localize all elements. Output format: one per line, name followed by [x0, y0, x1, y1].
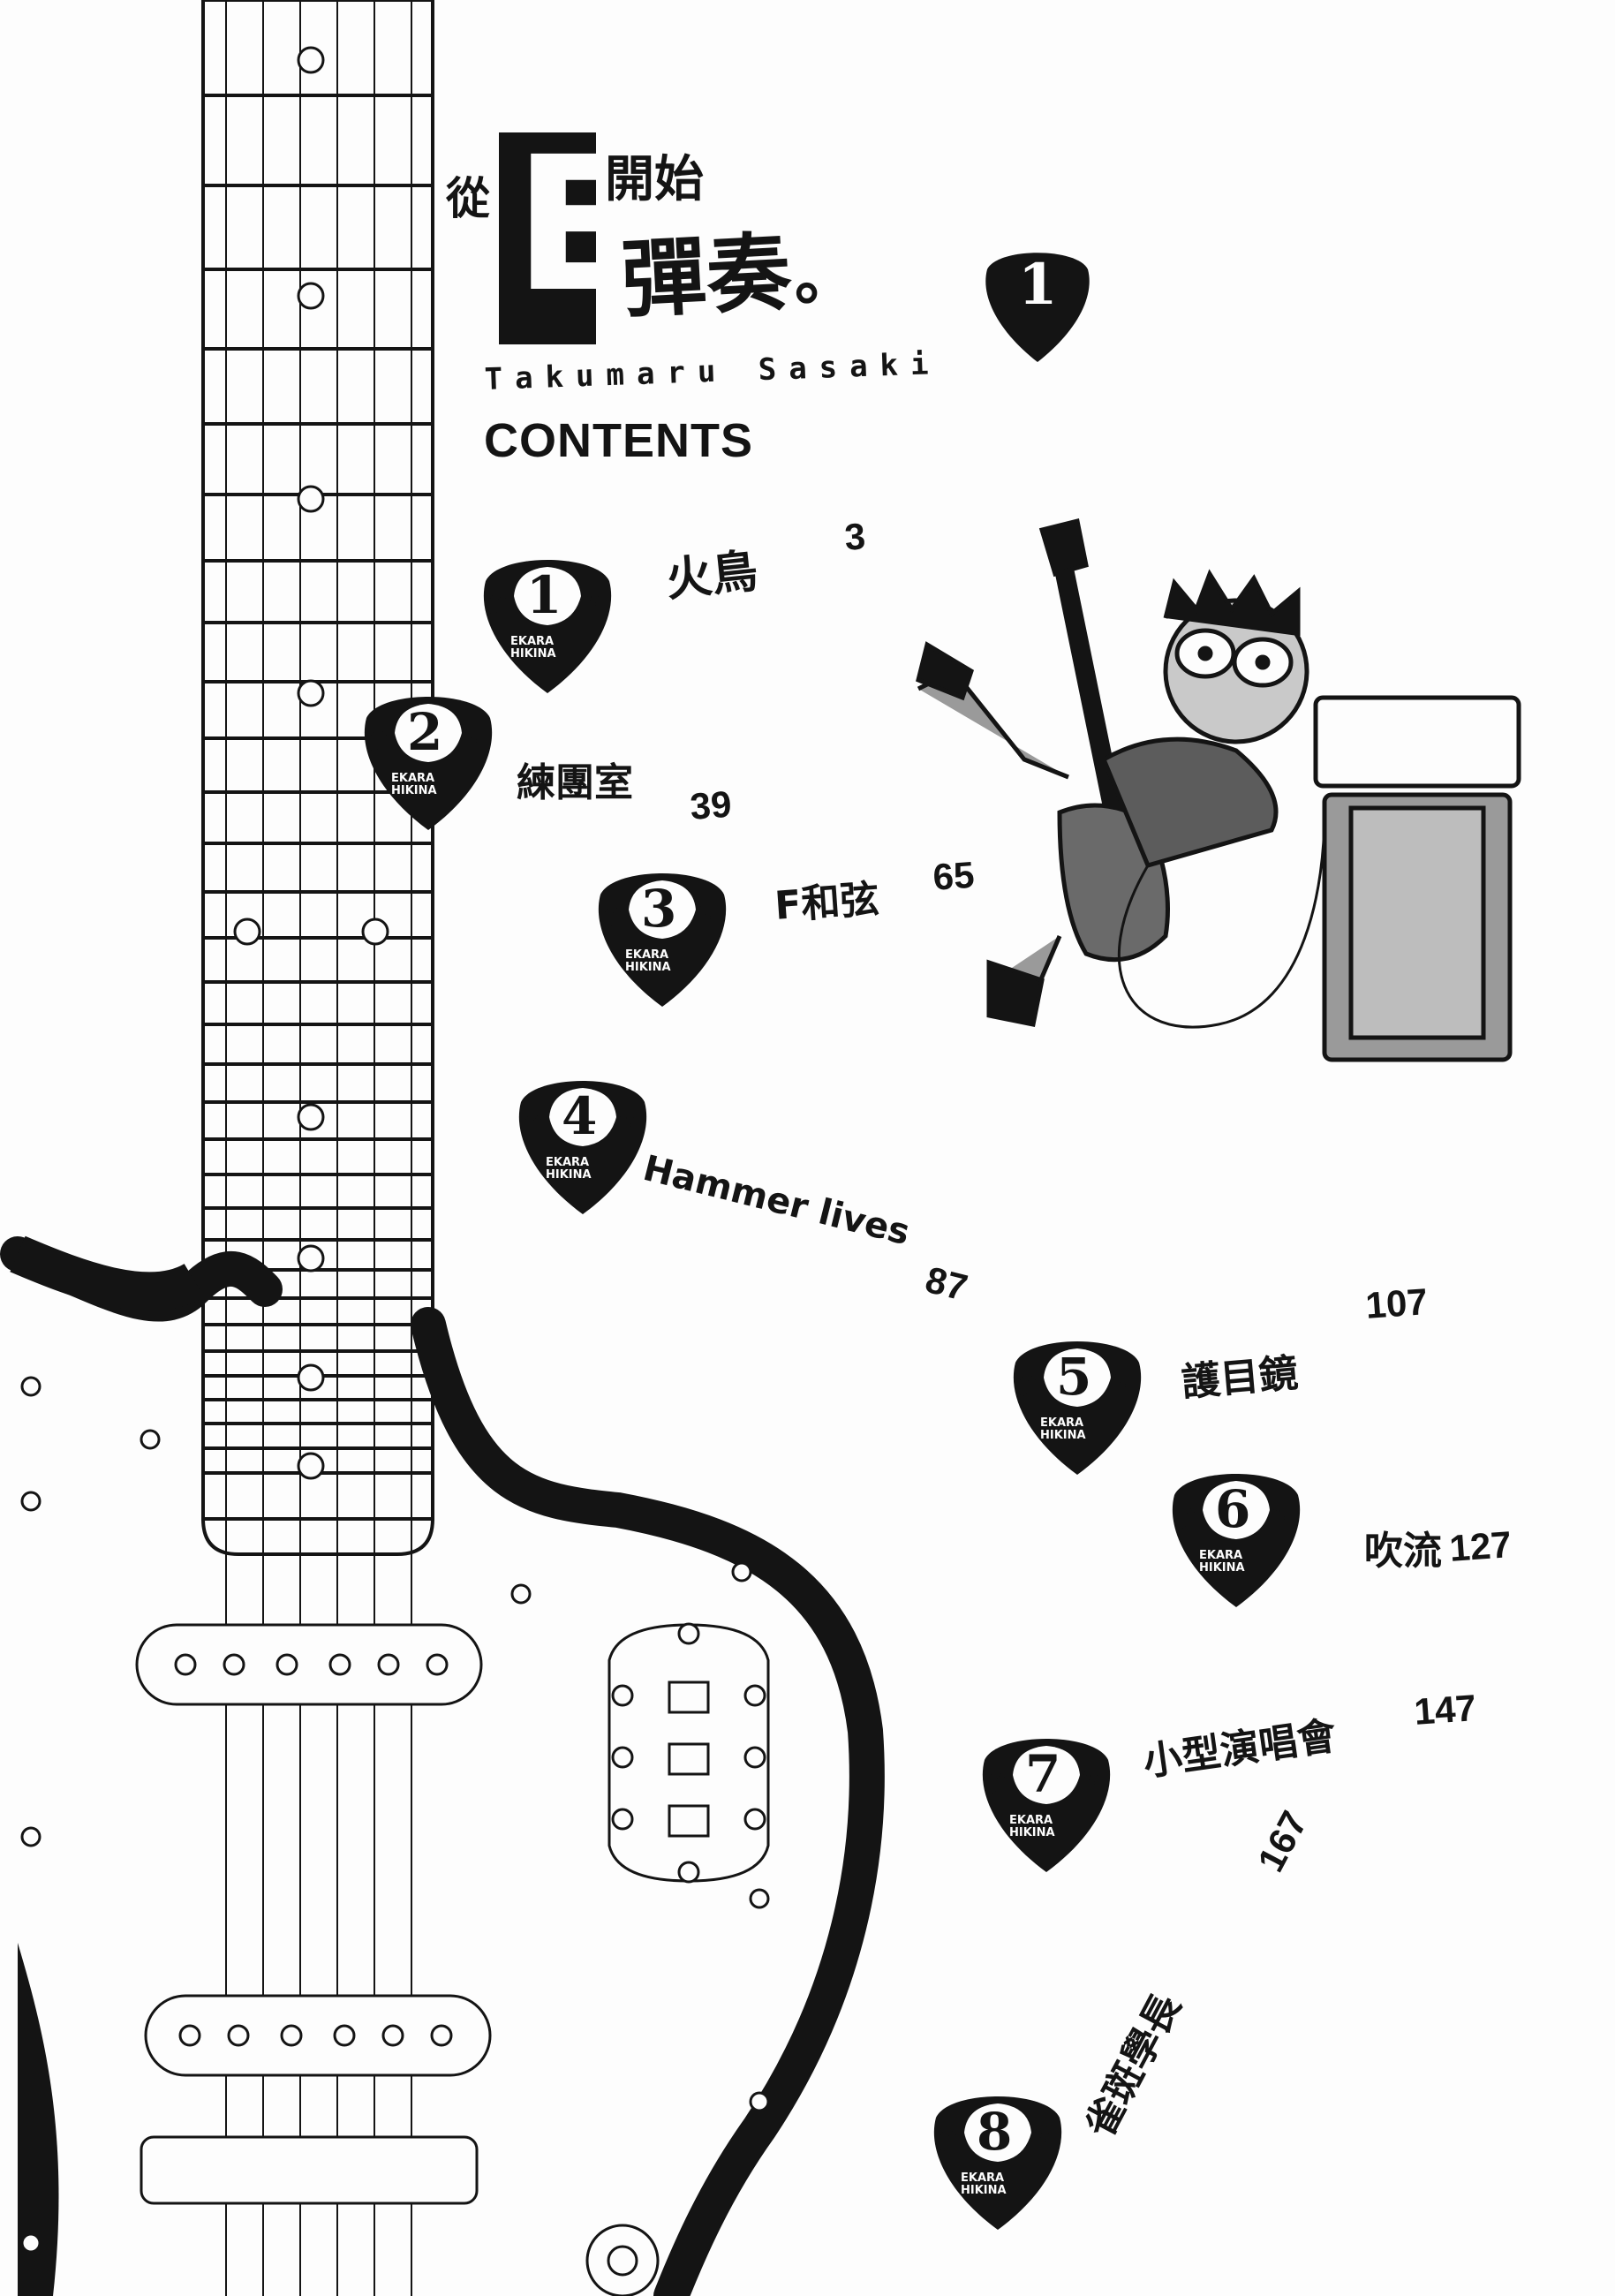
pick-brand: EKARA HIKINA [625, 948, 671, 975]
pick-brand: EKARA HIKINA [1040, 1416, 1086, 1443]
chapter-number: 7 [1025, 1744, 1061, 1804]
guitar-pick-icon [483, 560, 612, 693]
chapter-suffix: 話 [696, 906, 720, 933]
chapter-page-number: 147 [1413, 1687, 1478, 1733]
chapter-suffix: 話 [462, 729, 486, 756]
contents-heading: CONTENTS [484, 414, 753, 467]
chapter-page-number: 39 [689, 782, 733, 827]
chapter-suffix: 話 [616, 1114, 640, 1140]
guitar-pick-icon [364, 697, 493, 830]
guitar-pick-icon [598, 873, 727, 1007]
chapter-title: F和弦 [773, 876, 881, 929]
guitar-pick-icon [982, 1739, 1111, 1872]
title-e-letter: E [514, 117, 641, 333]
chapter-number: 5 [1056, 1347, 1092, 1407]
chapter-page-number: 3 [843, 515, 867, 558]
chapter-page-number: 107 [1364, 1280, 1430, 1326]
chapter-prefix: 第 [988, 1771, 1012, 1798]
chapter-prefix: 第 [1178, 1507, 1202, 1533]
title-tanzou: 彈奏 [619, 222, 794, 330]
title-e-block [499, 132, 596, 344]
chapter-number: 3 [641, 879, 677, 939]
chapter-prefix: 第 [604, 906, 628, 933]
title-char-cong: 從 [446, 173, 490, 224]
volume-pick-icon [985, 253, 1090, 362]
chapter-page-number: 127 [1448, 1523, 1513, 1569]
chapter-title: 護目鏡 [1179, 1350, 1300, 1406]
guitar-pick-icon [1013, 1341, 1142, 1475]
pick-brand: EKARA HIKINA [510, 635, 556, 661]
chapter-prefix: 第 [524, 1114, 548, 1140]
chapter-suffix: 話 [1270, 1507, 1294, 1533]
chapter-suffix: 話 [1080, 1771, 1104, 1798]
chapter-page-number: 65 [932, 853, 976, 898]
chapter-title: 練團室 [517, 760, 633, 805]
chapter-title: 火鳥 [663, 545, 761, 608]
chapter-suffix: 話 [581, 593, 605, 619]
title-period: 。 [795, 241, 857, 313]
pick-brand: EKARA HIKINA [961, 2171, 1007, 2198]
pick-brand: EKARA HIKINA [1009, 1814, 1055, 1840]
volume-number: 1 [1018, 252, 1058, 318]
chapter-number: 2 [407, 702, 443, 762]
chapter-prefix: 第 [370, 729, 394, 756]
title-kaishi: 開始 [605, 151, 704, 208]
guitar-pickups [20, 1376, 770, 2296]
guitar-neck [201, 0, 434, 2296]
chapter-prefix: 第 [940, 2129, 963, 2156]
chapter-number: 4 [562, 1086, 598, 1146]
pick-brand: EKARA HIKINA [546, 1156, 592, 1182]
chapter-suffix: 話 [1111, 1374, 1135, 1401]
guitar-pick-icon [1172, 1474, 1301, 1607]
chapter-number: 1 [526, 565, 562, 625]
guitar-pick-icon [518, 1081, 647, 1214]
pick-brand: EKARA HIKINA [1199, 1549, 1245, 1575]
pick-brand: EKARA HIKINA [391, 772, 437, 798]
chapter-prefix: 第 [489, 593, 513, 619]
chapter-number: 8 [977, 2102, 1013, 2162]
chapter-prefix: 第 [1019, 1374, 1043, 1401]
chapter-suffix: 話 [1031, 2129, 1055, 2156]
guitar-pick-icon [933, 2096, 1062, 2230]
chapter-title: 吹流 [1364, 1529, 1442, 1574]
chapter-number: 6 [1215, 1479, 1251, 1539]
guitarist-illustration [916, 517, 1521, 1062]
